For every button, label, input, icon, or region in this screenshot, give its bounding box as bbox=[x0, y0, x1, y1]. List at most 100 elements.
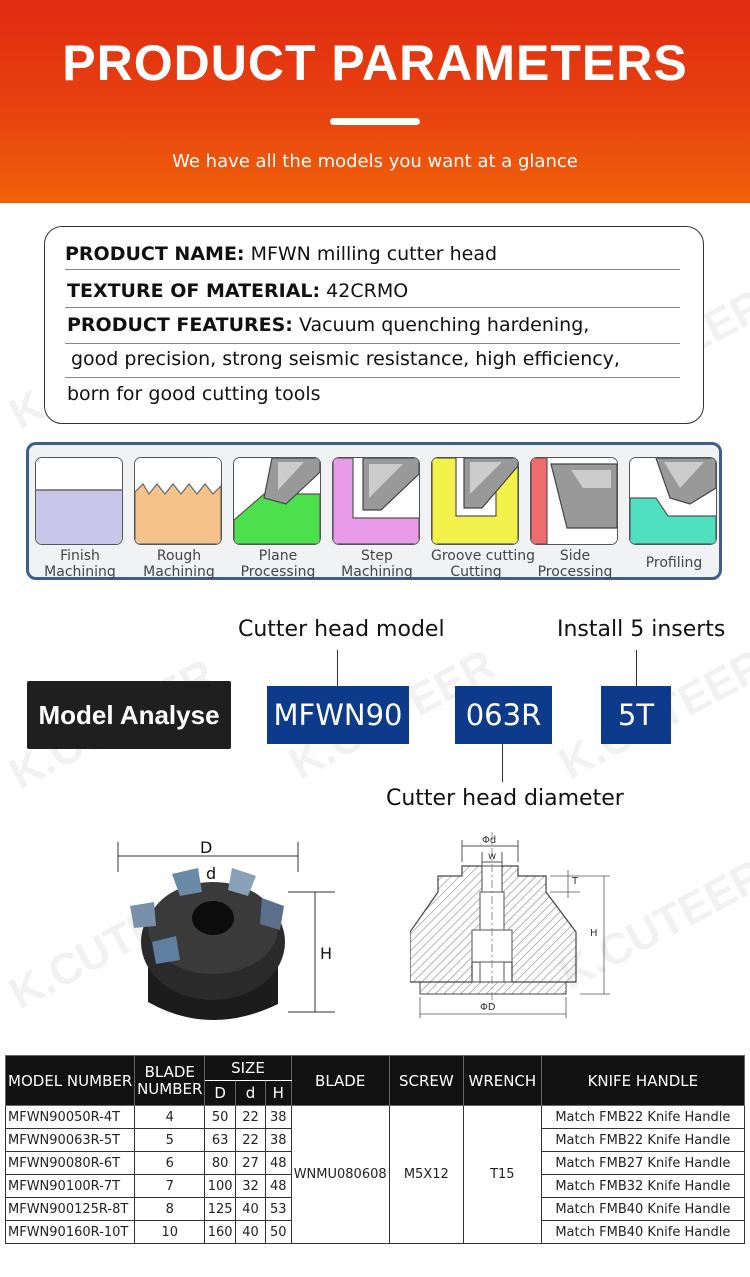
cell-H: 38 bbox=[264, 1105, 292, 1129]
drawing-label-H: H bbox=[590, 928, 598, 939]
cell-model: MFWN90160R-10T bbox=[4, 1220, 136, 1244]
features-label: PRODUCT FEATURES: bbox=[67, 314, 293, 336]
cell-D: 125 bbox=[204, 1197, 237, 1221]
cell-screw: M5X12 bbox=[388, 1105, 465, 1244]
cell-d: 40 bbox=[235, 1220, 266, 1244]
connector-line bbox=[636, 650, 637, 686]
model-code-series: MFWN90 bbox=[267, 686, 409, 744]
page-subtitle: We have all the models you want at a gla… bbox=[172, 151, 578, 172]
features-line-2: good precision, strong seismic resistanc… bbox=[71, 348, 620, 370]
side-processing-icon bbox=[530, 457, 618, 545]
table-row: MFWN90063R-5T 5 63 22 38 Match FMB22 Kni… bbox=[4, 1128, 746, 1152]
cell-H: 53 bbox=[264, 1197, 292, 1221]
header-banner: PRODUCT PARAMETERS We have all the model… bbox=[0, 0, 750, 203]
cell-blade-number: 7 bbox=[134, 1174, 206, 1198]
header-D: D bbox=[204, 1080, 237, 1106]
cell-handle: Match FMB40 Knife Handle bbox=[540, 1197, 746, 1221]
cell-model: MFWN90100R-7T bbox=[4, 1174, 136, 1198]
technical-drawing: Φd w T H ΦD bbox=[409, 832, 610, 1022]
drawing-label-T: T bbox=[572, 876, 579, 887]
cell-D: 50 bbox=[204, 1105, 237, 1129]
cell-handle: Match FMB27 Knife Handle bbox=[540, 1151, 746, 1175]
cell-H: 48 bbox=[264, 1174, 292, 1198]
cell-D: 80 bbox=[204, 1151, 237, 1175]
drawing-label-keyway: w bbox=[488, 851, 497, 862]
cell-D: 100 bbox=[204, 1174, 237, 1198]
product-name-row: PRODUCT NAME: MFWN milling cutter head bbox=[65, 243, 497, 265]
rough-machining-icon bbox=[134, 457, 222, 545]
material-value: 42CRMO bbox=[320, 280, 409, 302]
model-analyse-label: Model Analyse bbox=[27, 681, 231, 749]
header-blade: BLADE bbox=[290, 1055, 390, 1106]
cell-model: MFWN90080R-6T bbox=[4, 1151, 136, 1175]
operation-profiling: Profiling bbox=[629, 457, 719, 571]
caption-cutter-head-diameter: Cutter head diameter bbox=[386, 786, 624, 811]
cell-blade-number: 5 bbox=[134, 1128, 206, 1152]
divider bbox=[65, 269, 680, 270]
dimension-label-H: H bbox=[320, 944, 333, 963]
header-size: SIZE bbox=[204, 1055, 292, 1081]
cell-model: MFWN90063R-5T bbox=[4, 1128, 136, 1152]
material-row: TEXTURE OF MATERIAL: 42CRMO bbox=[67, 280, 408, 302]
caption-install-inserts: Install 5 inserts bbox=[557, 617, 726, 642]
cell-d: 40 bbox=[235, 1197, 266, 1221]
cell-H: 50 bbox=[264, 1220, 292, 1244]
divider bbox=[65, 343, 680, 344]
divider bbox=[65, 307, 680, 308]
cell-d: 22 bbox=[235, 1128, 266, 1152]
table-row: MFWN90050R-4T 4 50 22 38 WNMU080608 M5X1… bbox=[4, 1105, 746, 1244]
features-row: PRODUCT FEATURES: Vacuum quenching harde… bbox=[67, 314, 589, 336]
cell-handle: Match FMB32 Knife Handle bbox=[540, 1174, 746, 1198]
cell-d: 22 bbox=[235, 1105, 266, 1129]
caption-cutter-head-model: Cutter head model bbox=[238, 617, 445, 642]
header-H: H bbox=[264, 1080, 292, 1106]
cell-handle: Match FMB40 Knife Handle bbox=[540, 1220, 746, 1244]
cell-H: 38 bbox=[264, 1128, 292, 1152]
cell-blade: WNMU080608 bbox=[290, 1105, 390, 1244]
cutter-head-illustration: D d H bbox=[110, 832, 350, 1042]
table-row: MFWN900125R-8T 8 125 40 53 Match FMB40 K… bbox=[4, 1197, 746, 1221]
model-code-diameter: 063R bbox=[455, 686, 552, 744]
divider bbox=[65, 377, 680, 378]
header-model-number: MODEL NUMBER bbox=[4, 1055, 136, 1106]
material-label: TEXTURE OF MATERIAL: bbox=[67, 280, 321, 302]
connector-line bbox=[502, 744, 503, 782]
groove-cutting-icon bbox=[431, 457, 519, 545]
cell-d: 27 bbox=[235, 1151, 266, 1175]
cell-model: MFWN900125R-8T bbox=[4, 1197, 136, 1221]
features-value: Vacuum quenching hardening, bbox=[292, 314, 590, 336]
product-name-label: PRODUCT NAME: bbox=[65, 243, 245, 265]
cell-blade-number: 4 bbox=[134, 1105, 206, 1129]
drawing-label-bore: Φd bbox=[482, 835, 497, 846]
connector-line bbox=[337, 650, 338, 686]
header-knife-handle: KNIFE HANDLE bbox=[540, 1055, 746, 1106]
cell-handle: Match FMB22 Knife Handle bbox=[540, 1128, 746, 1152]
cell-blade-number: 10 bbox=[134, 1220, 206, 1244]
profiling-icon bbox=[629, 457, 717, 545]
table-row: MFWN90160R-10T 10 160 40 50 Match FMB40 … bbox=[4, 1220, 746, 1244]
cell-wrench: T15 bbox=[463, 1105, 542, 1244]
cell-H: 48 bbox=[264, 1151, 292, 1175]
title-underline bbox=[330, 118, 420, 125]
header-screw: SCREW bbox=[388, 1055, 465, 1106]
header-d: d bbox=[235, 1080, 266, 1106]
drawing-label-outer-diameter: ΦD bbox=[480, 1002, 496, 1013]
cell-D: 63 bbox=[204, 1128, 237, 1152]
step-machining-icon bbox=[332, 457, 420, 545]
cell-d: 32 bbox=[235, 1174, 266, 1198]
cell-handle: Match FMB22 Knife Handle bbox=[540, 1105, 746, 1129]
